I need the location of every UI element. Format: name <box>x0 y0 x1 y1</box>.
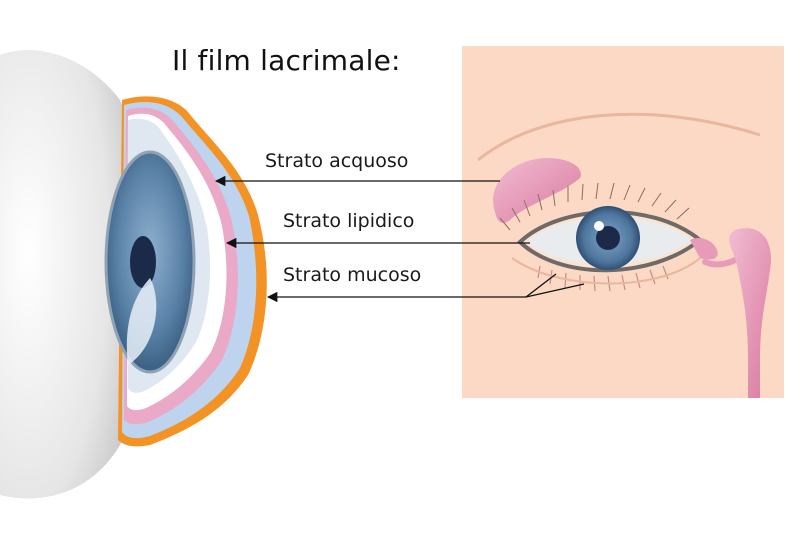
diagram-title: Il film lacrimale: <box>172 44 401 77</box>
arrows <box>214 175 585 303</box>
front-eye-view <box>462 46 784 398</box>
label-mucous-layer: Strato mucoso <box>283 264 422 286</box>
mucous-branch-1 <box>525 273 557 298</box>
label-aqueous-layer: Strato acquoso <box>265 150 409 172</box>
label-lipid-layer: Strato lipidico <box>283 210 415 232</box>
front-pupil <box>596 226 620 250</box>
pupil <box>130 236 156 288</box>
tear-duct <box>690 237 718 260</box>
mucous-branch-2 <box>525 283 585 298</box>
lacrimal-gland <box>493 158 581 223</box>
eyeball-cross-section <box>0 50 267 499</box>
upper-lashes <box>499 182 690 231</box>
